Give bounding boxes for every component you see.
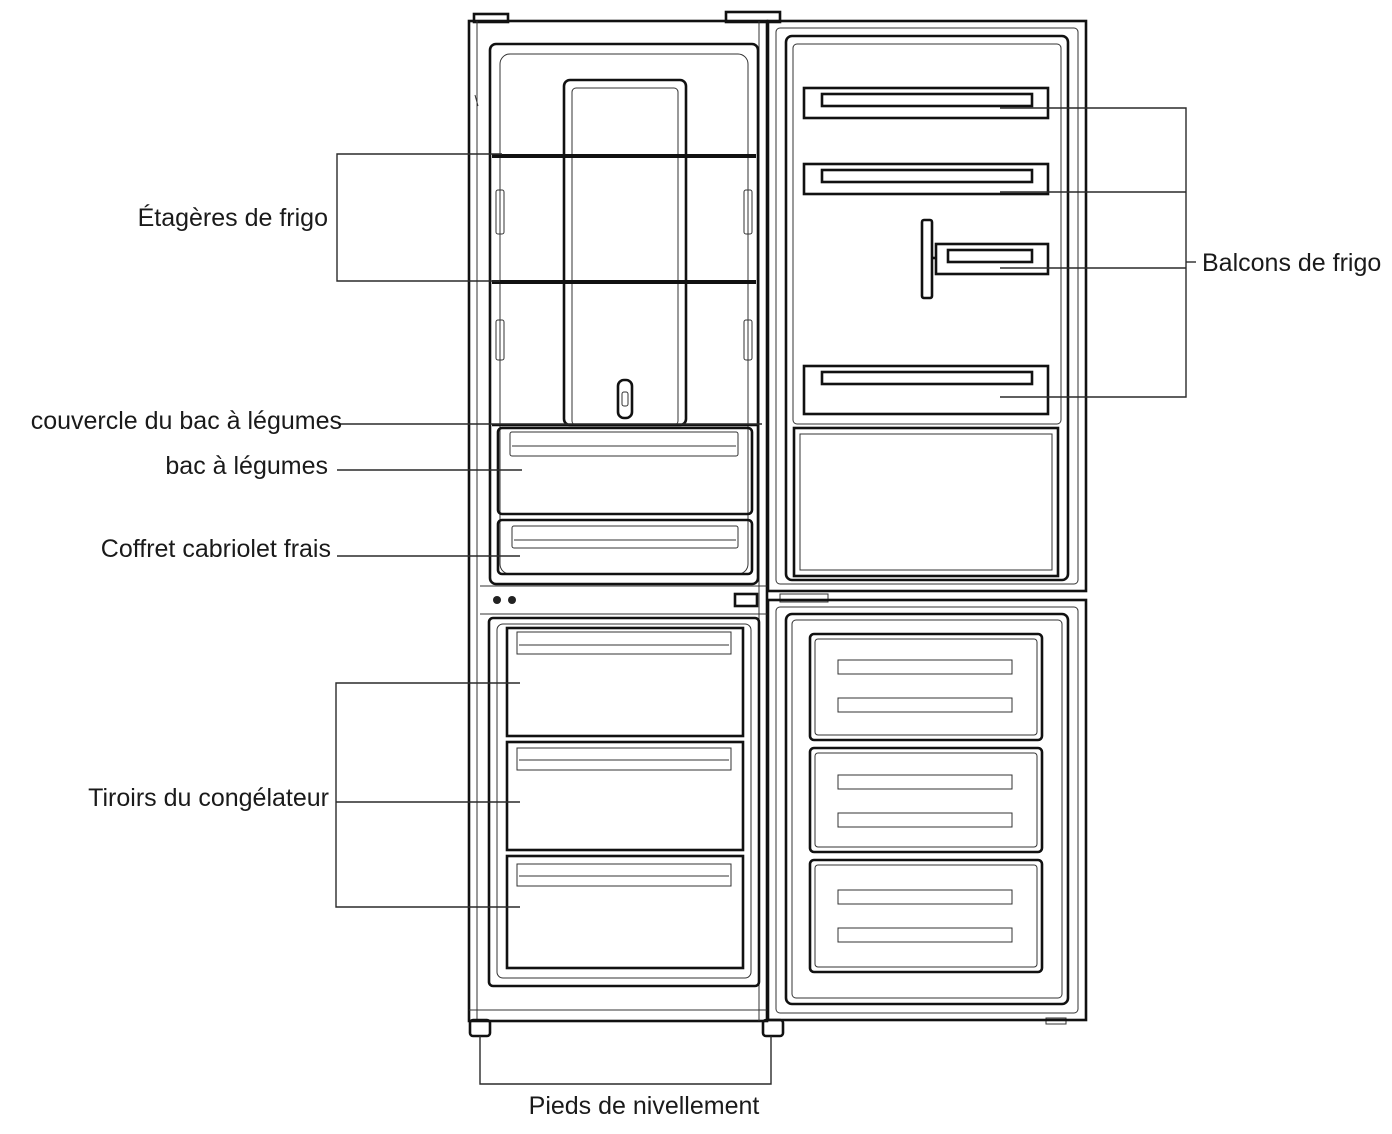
fresh-box	[496, 518, 754, 576]
label-door-balconies: Balcons de frigo	[1202, 249, 1381, 277]
label-fresh-box: Coffret cabriolet frais	[101, 535, 331, 563]
freezer-drawer-2	[505, 740, 745, 852]
door-balcony-1	[802, 86, 1050, 120]
label-crisper-cover: couvercle du bac à légumes	[31, 407, 342, 435]
fridge-compartment	[488, 42, 760, 586]
callout-lines	[335, 107, 1196, 1085]
label-freezer-drawers: Tiroirs du congélateur	[88, 784, 329, 812]
freezer-drawer-3	[505, 854, 745, 970]
control-strip	[480, 585, 767, 615]
freezer-drawer-1	[505, 626, 745, 738]
label-crisper: bac à légumes	[165, 452, 328, 480]
label-leveling-feet: Pieds de nivellement	[529, 1092, 760, 1120]
door-balcony-4	[802, 364, 1050, 416]
door-balcony-2	[802, 162, 1050, 196]
cabinet	[467, 10, 782, 1023]
freezer-compartment	[487, 616, 761, 988]
fridge-door	[766, 19, 1088, 603]
freezer-door	[766, 598, 1088, 1022]
label-fridge-shelves: Étagères de frigo	[138, 203, 328, 232]
crisper	[492, 423, 758, 516]
fridge-shelves	[492, 154, 756, 284]
